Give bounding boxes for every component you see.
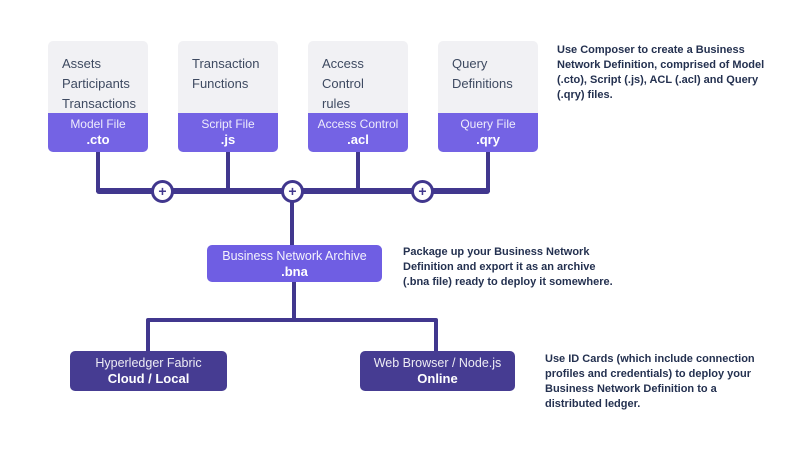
file-box-footer: Script File .js <box>178 113 278 152</box>
deploy-box-web-browser: Web Browser / Node.js Online <box>360 351 515 391</box>
file-box-query: Query Definitions Query File .qry <box>438 41 538 152</box>
plus-icon: + <box>411 180 434 203</box>
file-extension: .cto <box>86 132 110 147</box>
connector-query-drop <box>486 152 490 192</box>
note-line: distributed ledger. <box>545 398 641 410</box>
file-box-line: Participants <box>62 76 130 91</box>
deploy-title: Web Browser / Node.js <box>373 356 502 370</box>
file-extension: .js <box>220 132 236 147</box>
file-box-footer: Model File .cto <box>48 113 148 152</box>
file-label: Access Control <box>317 117 399 131</box>
note-line: (.cto), Script (.js), ACL (.acl) and Que… <box>557 74 759 86</box>
file-box-footer: Access Control .acl <box>308 113 408 152</box>
id-cards-note: Use ID Cards (which include connection p… <box>545 352 755 412</box>
file-box-line: Control <box>322 76 364 91</box>
note-line: (.qry) files. <box>557 89 613 101</box>
connector-deploy-bar <box>146 318 438 322</box>
file-box-line: Transactions <box>62 96 136 111</box>
file-box-line: Transaction <box>192 56 260 71</box>
note-line: Business Network Definition to a <box>545 383 717 395</box>
file-box-content: Access Control rules <box>308 41 408 113</box>
note-line: Use Composer to create a Business <box>557 44 745 56</box>
archive-extension: .bna <box>281 264 308 279</box>
file-box-access-control: Access Control rules Access Control .acl <box>308 41 408 152</box>
file-label: Model File <box>70 117 126 131</box>
file-box-line: Query <box>452 56 488 71</box>
file-box-model: Assets Participants Transactions Model F… <box>48 41 148 152</box>
file-extension: .qry <box>476 132 500 147</box>
note-line: Use ID Cards (which include connection <box>545 353 755 365</box>
deploy-subtitle: Online <box>417 371 458 386</box>
package-note: Package up your Business Network Definit… <box>403 245 613 290</box>
file-box-content: Assets Participants Transactions <box>48 41 148 113</box>
archive-title: Business Network Archive <box>222 249 367 263</box>
file-box-content: Transaction Functions <box>178 41 278 113</box>
note-line: profiles and credentials) to deploy your <box>545 368 751 380</box>
plus-glyph: + <box>288 183 297 199</box>
note-line: Package up your Business Network <box>403 246 590 258</box>
deploy-box-hyperledger-fabric: Hyperledger Fabric Cloud / Local <box>70 351 227 391</box>
plus-glyph: + <box>418 183 427 199</box>
note-line: (.bna file) ready to deploy it somewhere… <box>403 276 613 288</box>
business-network-archive-box: Business Network Archive .bna <box>207 245 382 282</box>
plus-icon: + <box>281 180 304 203</box>
file-box-line: Functions <box>192 76 249 91</box>
file-box-footer: Query File .qry <box>438 113 538 152</box>
file-label: Query File <box>460 117 516 131</box>
note-line: Definition and export it as an archive <box>403 261 596 273</box>
connector-fabric-drop <box>146 320 150 351</box>
file-box-line: rules <box>322 96 351 111</box>
file-box-script: Transaction Functions Script File .js <box>178 41 278 152</box>
plus-glyph: + <box>158 183 167 199</box>
note-line: Network Definition, comprised of Model <box>557 59 765 71</box>
connector-archive-drop <box>290 191 294 245</box>
deploy-subtitle: Cloud / Local <box>107 371 190 386</box>
deploy-title: Hyperledger Fabric <box>95 356 202 370</box>
connector-acl-drop <box>356 152 360 192</box>
connector-web-drop <box>434 320 438 351</box>
file-box-content: Query Definitions <box>438 41 538 113</box>
file-label: Script File <box>201 117 255 131</box>
connector-script-drop <box>226 152 230 192</box>
connector-model-drop <box>96 152 100 192</box>
connector-bna-drop <box>292 282 296 320</box>
file-box-line: Assets <box>62 56 102 71</box>
file-box-line: Definitions <box>452 76 513 91</box>
file-extension: .acl <box>347 132 369 147</box>
plus-icon: + <box>151 180 174 203</box>
file-box-line: Access <box>322 56 364 71</box>
composer-note: Use Composer to create a Business Networ… <box>557 43 764 103</box>
